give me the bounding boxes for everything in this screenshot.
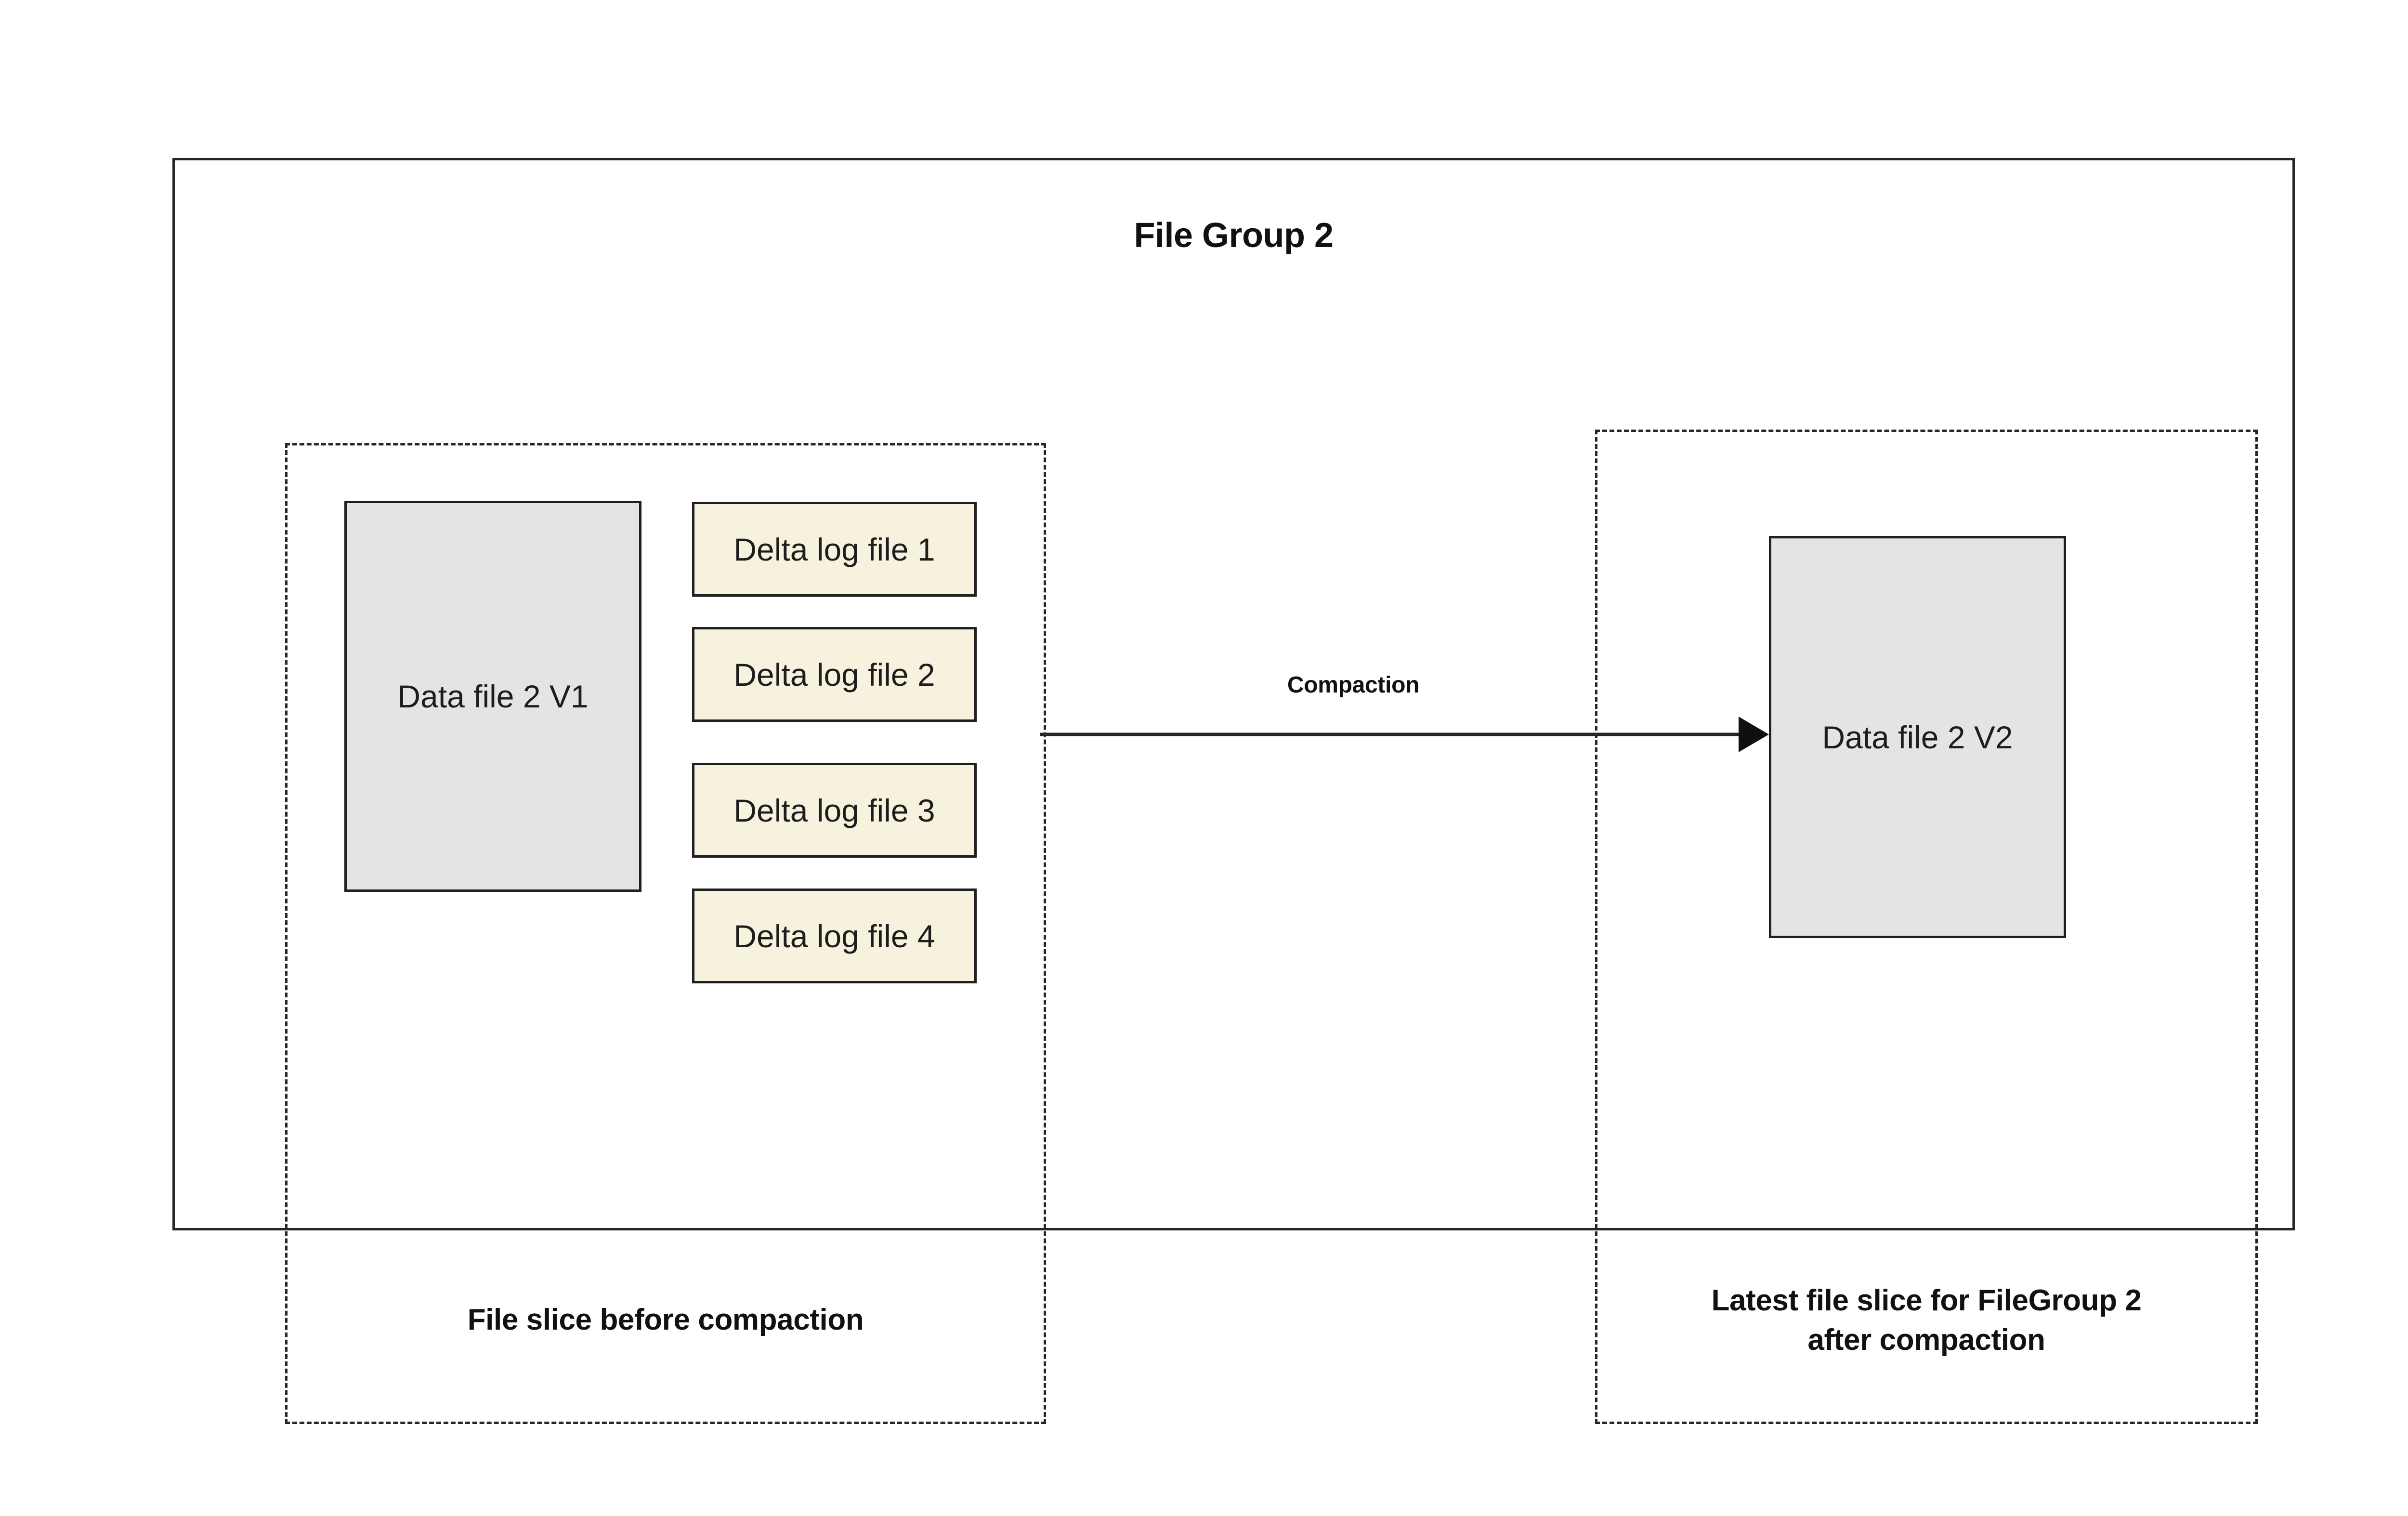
caption-file-slice-before: File slice before compaction xyxy=(285,1300,1046,1340)
caption-file-slice-after: Latest file slice for FileGroup 2 after … xyxy=(1595,1281,2258,1360)
delta-log-file-4-box: Delta log file 4 xyxy=(692,889,977,983)
caption-file-slice-before-line-1: File slice before compaction xyxy=(467,1303,864,1336)
file-slice-after-container xyxy=(1595,430,2258,1424)
delta-log-file-1-box: Delta log file 1 xyxy=(692,502,977,597)
data-file-v1-box: Data file 2 V1 xyxy=(344,501,641,892)
compaction-arrow xyxy=(1040,717,1769,752)
caption-file-slice-after-line-1: Latest file slice for FileGroup 2 xyxy=(1711,1284,2142,1317)
delta-log-file-3-box: Delta log file 3 xyxy=(692,763,977,858)
caption-file-slice-after-line-2: after compaction xyxy=(1807,1323,2045,1357)
file-slice-before-container xyxy=(285,443,1046,1424)
file-group-title: File Group 2 xyxy=(1134,216,1334,255)
compaction-label: Compaction xyxy=(1287,672,1420,698)
data-file-v2-box: Data file 2 V2 xyxy=(1769,536,2066,938)
delta-log-file-2-box: Delta log file 2 xyxy=(692,627,977,722)
file-group-container xyxy=(172,158,2295,1230)
